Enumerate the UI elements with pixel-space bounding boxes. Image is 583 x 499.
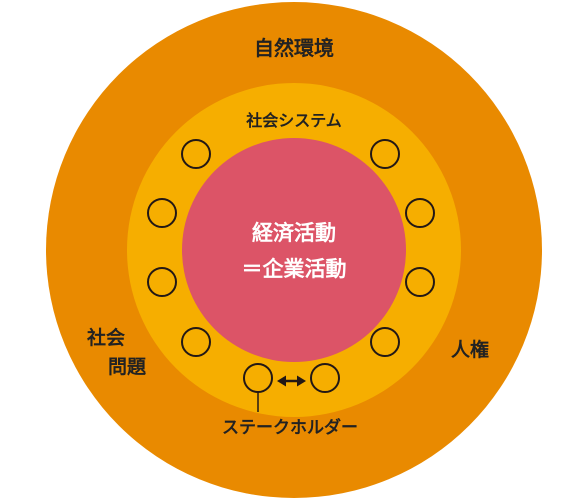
stakeholder-circles — [147, 139, 435, 393]
center-circle-economic-activity — [182, 138, 406, 362]
human-rights-label: 人権 — [451, 338, 489, 361]
outer-ring-label: 自然環境 — [254, 36, 334, 60]
center-label-line2: ＝企業活動 — [242, 257, 347, 281]
stakeholder-circle — [370, 327, 400, 357]
stakeholder-circle — [181, 139, 211, 169]
stakeholder-circle — [405, 198, 435, 228]
social-issues-label-line1: 社会 — [86, 326, 125, 349]
stakeholder-circle — [147, 267, 177, 297]
stakeholder-circle — [310, 363, 340, 393]
middle-ring-label: 社会システム — [245, 111, 342, 130]
center-label-line1: 経済活動 — [252, 221, 336, 245]
stakeholder-circle — [181, 327, 211, 357]
stakeholder-label: ステークホルダー — [222, 417, 358, 438]
double-arrow-icon — [277, 375, 306, 387]
stakeholder-circle — [370, 139, 400, 169]
social-issues-label-line2: 問題 — [108, 356, 147, 378]
stakeholder-circle — [405, 267, 435, 297]
stakeholder-circle — [147, 198, 177, 228]
